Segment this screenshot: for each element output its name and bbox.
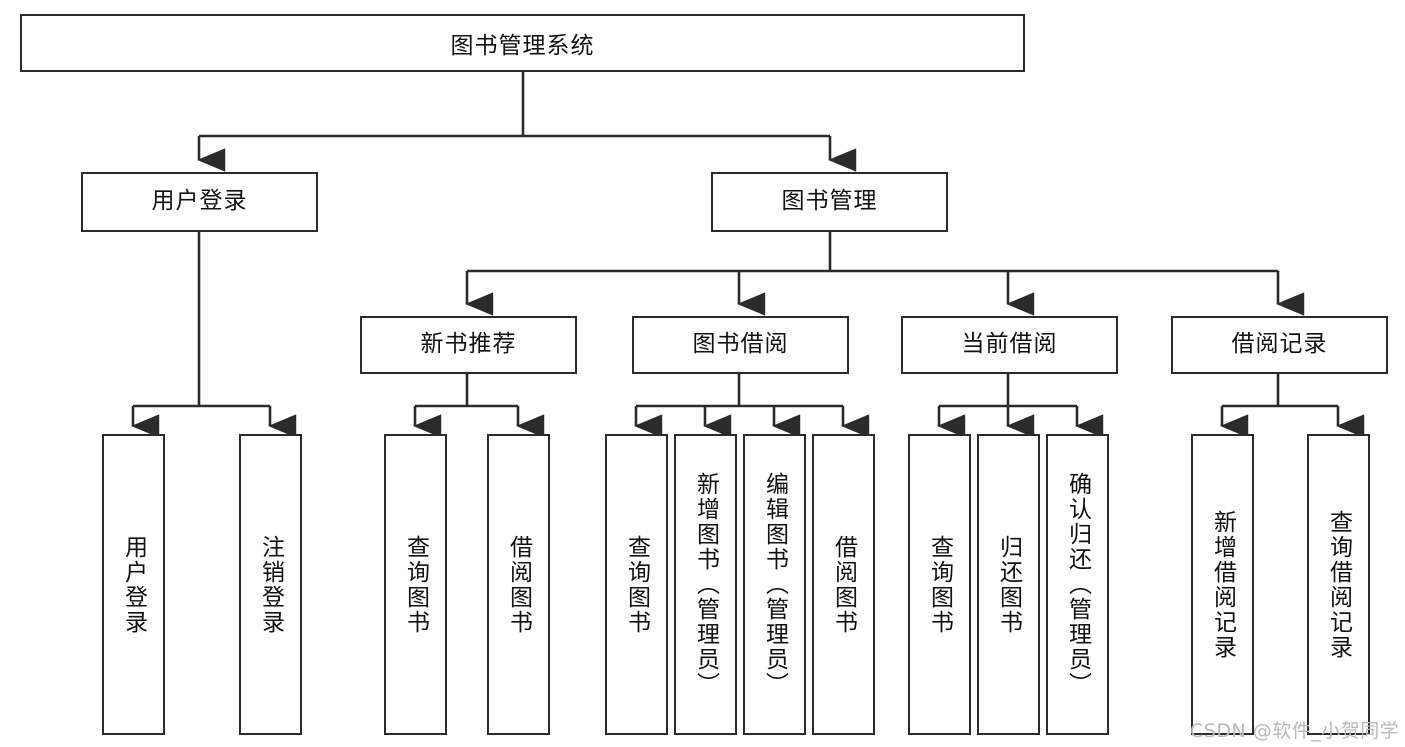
- node-user-login-label: 用户登录: [151, 188, 248, 215]
- leaf-new-book-query[interactable]: 查询图书: [384, 434, 447, 735]
- node-new-book-recommend-label: 新书推荐: [420, 331, 517, 358]
- leaf-borrow-records-add[interactable]: 新增借阅记录: [1191, 434, 1254, 735]
- leaf-book-borrow-add-label: 新增图书（管理员）: [692, 472, 719, 697]
- leaf-user-login-login[interactable]: 用户登录: [102, 434, 165, 735]
- node-borrow-records-label: 借阅记录: [1231, 331, 1328, 358]
- node-book-manage-label: 图书管理: [781, 188, 878, 215]
- node-book-manage[interactable]: 图书管理: [711, 172, 948, 232]
- leaf-book-borrow-add[interactable]: 新增图书（管理员）: [674, 434, 737, 735]
- node-borrow-records[interactable]: 借阅记录: [1171, 316, 1388, 374]
- leaf-user-login-login-label: 用户登录: [120, 534, 147, 635]
- node-current-borrow-label: 当前借阅: [961, 331, 1058, 358]
- leaf-book-borrow-query[interactable]: 查询图书: [605, 434, 668, 735]
- node-root-label: 图书管理系统: [450, 33, 595, 59]
- leaf-current-borrow-return-label: 归还图书: [995, 534, 1022, 635]
- leaf-borrow-records-query-label: 查询借阅记录: [1325, 509, 1352, 660]
- leaf-book-borrow-borrow[interactable]: 借阅图书: [812, 434, 875, 735]
- node-book-borrow-label: 图书借阅: [692, 331, 789, 358]
- node-user-login[interactable]: 用户登录: [81, 172, 318, 232]
- node-new-book-recommend[interactable]: 新书推荐: [360, 316, 577, 374]
- leaf-new-book-query-label: 查询图书: [402, 534, 429, 635]
- leaf-current-borrow-return[interactable]: 归还图书: [977, 434, 1040, 735]
- leaf-user-login-logout-label: 注销登录: [257, 534, 284, 635]
- leaf-book-borrow-edit-label: 编辑图书（管理员）: [761, 472, 788, 697]
- leaf-borrow-records-query[interactable]: 查询借阅记录: [1307, 434, 1370, 735]
- leaf-user-login-logout[interactable]: 注销登录: [239, 434, 302, 735]
- node-root[interactable]: 图书管理系统: [20, 14, 1025, 72]
- leaf-book-borrow-query-label: 查询图书: [623, 534, 650, 635]
- leaf-new-book-borrow-label: 借阅图书: [505, 534, 532, 635]
- csdn-watermark: CSDN @软件_小贺同学: [1190, 720, 1400, 742]
- leaf-new-book-borrow[interactable]: 借阅图书: [487, 434, 550, 735]
- leaf-current-borrow-confirm[interactable]: 确认归还（管理员）: [1046, 434, 1109, 735]
- node-current-borrow[interactable]: 当前借阅: [901, 316, 1118, 374]
- leaf-current-borrow-confirm-label: 确认归还（管理员）: [1064, 472, 1091, 697]
- leaf-current-borrow-query-label: 查询图书: [926, 534, 953, 635]
- node-book-borrow[interactable]: 图书借阅: [632, 316, 849, 374]
- leaf-current-borrow-query[interactable]: 查询图书: [908, 434, 971, 735]
- leaf-book-borrow-edit[interactable]: 编辑图书（管理员）: [743, 434, 806, 735]
- leaf-book-borrow-borrow-label: 借阅图书: [830, 534, 857, 635]
- leaf-borrow-records-add-label: 新增借阅记录: [1209, 509, 1236, 660]
